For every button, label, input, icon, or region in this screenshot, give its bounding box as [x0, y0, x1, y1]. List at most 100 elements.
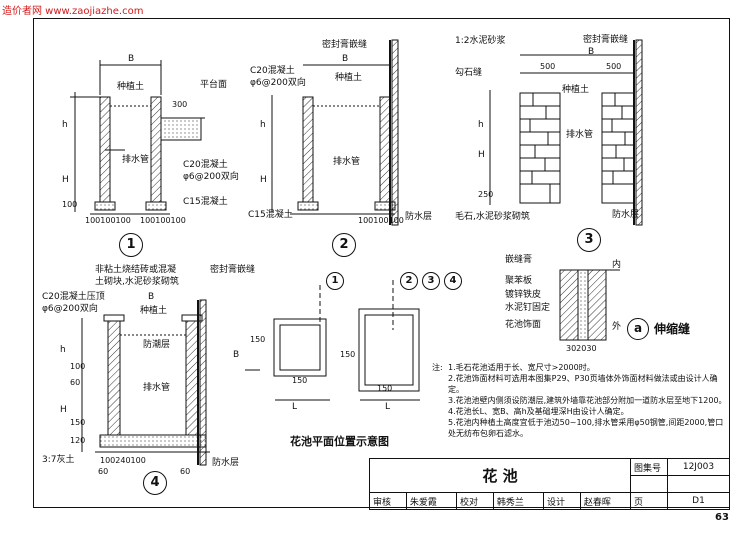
- d2-dim-b: B: [342, 54, 349, 64]
- d1-dim-b: B: [128, 54, 135, 64]
- d1-dim-300: 300: [172, 100, 188, 109]
- d1-rebar: φ6@200双向: [183, 172, 239, 182]
- note-1: 1.毛石花池适用于长、宽尺寸>2000时。: [448, 363, 595, 372]
- plan-view-drawing: [245, 280, 420, 401]
- d2-base: C15混凝土: [248, 210, 293, 220]
- title-main: 花 池: [369, 458, 631, 493]
- detail-3-drawing: [489, 39, 643, 226]
- d4-dim-b: B: [148, 292, 155, 302]
- design-label: 设计: [542, 492, 581, 510]
- d2-concrete: C20混凝土: [250, 66, 295, 76]
- watermark: 造价者网 www.zaojiazhe.com: [2, 6, 144, 17]
- checker: 韩秀兰: [492, 492, 544, 510]
- d1-platform: 平台面: [200, 80, 228, 90]
- joint-board: 聚苯板: [505, 276, 533, 286]
- d1-soil: 种植土: [117, 82, 145, 92]
- d4-150: 150: [70, 418, 86, 427]
- d1-drain: 排水管: [122, 155, 150, 165]
- joint-nail: 水泥钉固定: [505, 303, 551, 313]
- d4-drain: 排水管: [143, 383, 171, 393]
- d1-base: C15混凝土: [183, 197, 228, 207]
- d4-soil: 种植土: [140, 306, 168, 316]
- note-4: 4.花池长L、宽B、高h及基础埋深H由设计人确定。: [448, 407, 629, 416]
- d4-bottom-dims: 100240100: [100, 456, 146, 465]
- d4-60b: 60: [98, 467, 109, 476]
- d1-bottom-dims-2: 100100100: [140, 216, 186, 225]
- joint-sheet: 镀锌铁皮: [505, 290, 542, 300]
- d1-100: 100: [62, 200, 78, 209]
- atlas-label: 图集号: [630, 458, 668, 476]
- d4-100: 100: [70, 362, 86, 371]
- note-3: 3.花池池壁内侧须设防潮层,建筑外墙靠花池部分附加一道防水层至地下1200。: [448, 396, 727, 405]
- d4-brick-2: 土砌块,水泥砂浆砌筑: [95, 277, 179, 287]
- d3-500a: 500: [540, 62, 556, 71]
- d3-seal: 密封膏嵌缝: [583, 35, 629, 45]
- d4-lime: 3:7灰土: [42, 455, 75, 465]
- title-block: 花 池 图集号 12J003 审核 朱爱霞 校对 韩秀兰 设计 赵春晖 页 D1: [369, 458, 730, 510]
- d2-waterproof: 防水层: [405, 212, 433, 222]
- joint-detail-drawing: [559, 269, 620, 341]
- notes-block: 注: 1.毛石花池适用于长、宽尺寸>2000时。 2.花池饰面材料可选用本图集P…: [432, 362, 727, 439]
- d1-bottom-dims: 100100100: [85, 216, 131, 225]
- plan-ref-4: 4: [444, 272, 462, 290]
- detail-1-number: 1: [119, 233, 143, 257]
- d4-waterproof: 防水层: [212, 458, 240, 468]
- d4-damp: 防潮层: [143, 340, 171, 350]
- joint-caulk: 嵌缝膏: [505, 255, 533, 265]
- detail-4-drawing: [81, 299, 210, 466]
- d1-H: H: [62, 175, 69, 185]
- d2-h: h: [260, 120, 266, 130]
- d3-dim-b: B: [588, 47, 595, 57]
- note-5: 5.花池内种植土高度宜低于池边50~100,排水管采用φ50钢管,间距2000,…: [448, 418, 724, 438]
- plan-150c: 150: [340, 350, 356, 359]
- plan-ref-1: 1: [326, 272, 344, 290]
- plan-150a: 150: [250, 335, 266, 344]
- d4-cap-1: C20混凝土压顶: [42, 292, 105, 302]
- joint-outside: 外: [612, 322, 622, 332]
- d3-mortar: 1:2水泥砂浆: [455, 36, 506, 46]
- d4-60c: 60: [180, 467, 191, 476]
- d4-brick-1: 非粘土烧结砖或混凝: [95, 265, 177, 275]
- plan-L2: L: [385, 402, 391, 412]
- d3-H: H: [478, 150, 485, 160]
- designer: 赵春晖: [579, 492, 632, 510]
- atlas-number: 12J003: [667, 458, 730, 476]
- plan-L1: L: [292, 402, 298, 412]
- note-2: 2.花池饰面材料可选用本图集P29、P30页墙体外饰面材料做法或由设计人确定。: [448, 374, 718, 394]
- plan-ref-2: 2: [400, 272, 418, 290]
- d3-500b: 500: [606, 62, 622, 71]
- plan-150d: 150: [377, 384, 393, 393]
- detail-2-number: 2: [332, 233, 356, 257]
- d2-bottom-dims: 100100100: [358, 216, 404, 225]
- d3-drain: 排水管: [566, 130, 594, 140]
- d4-seal: 密封膏嵌缝: [210, 265, 256, 275]
- joint-finish: 花池饰面: [505, 320, 542, 330]
- d4-H: H: [60, 405, 67, 415]
- d3-joint: 勾石缝: [455, 68, 483, 78]
- d2-drain: 排水管: [333, 157, 361, 167]
- joint-letter: a: [627, 318, 649, 340]
- d4-120: 120: [70, 436, 86, 445]
- d1-concrete: C20混凝土: [183, 160, 228, 170]
- notes-prefix: 注:: [432, 363, 443, 372]
- page-code: D1: [667, 492, 730, 510]
- detail-1-drawing: [70, 60, 205, 215]
- plan-B: B: [233, 350, 240, 360]
- d2-soil: 种植土: [335, 73, 363, 83]
- d3-250: 250: [478, 190, 494, 199]
- d3-waterproof: 防水层: [612, 210, 640, 220]
- d3-h: h: [478, 120, 484, 130]
- d2-seal: 密封膏嵌缝: [322, 40, 368, 50]
- check-label: 校对: [455, 492, 494, 510]
- review-label: 审核: [369, 492, 407, 510]
- joint-dims: 302030: [566, 344, 597, 353]
- d4-60: 60: [70, 378, 81, 387]
- detail-2-drawing: [271, 39, 399, 226]
- page-number: 63: [715, 512, 729, 523]
- detail-4-number: 4: [143, 471, 167, 495]
- detail-3-number: 3: [577, 228, 601, 252]
- d3-stone: 毛石,水泥砂浆砌筑: [455, 212, 530, 222]
- d4-h: h: [60, 345, 66, 355]
- plan-150b: 150: [292, 376, 308, 385]
